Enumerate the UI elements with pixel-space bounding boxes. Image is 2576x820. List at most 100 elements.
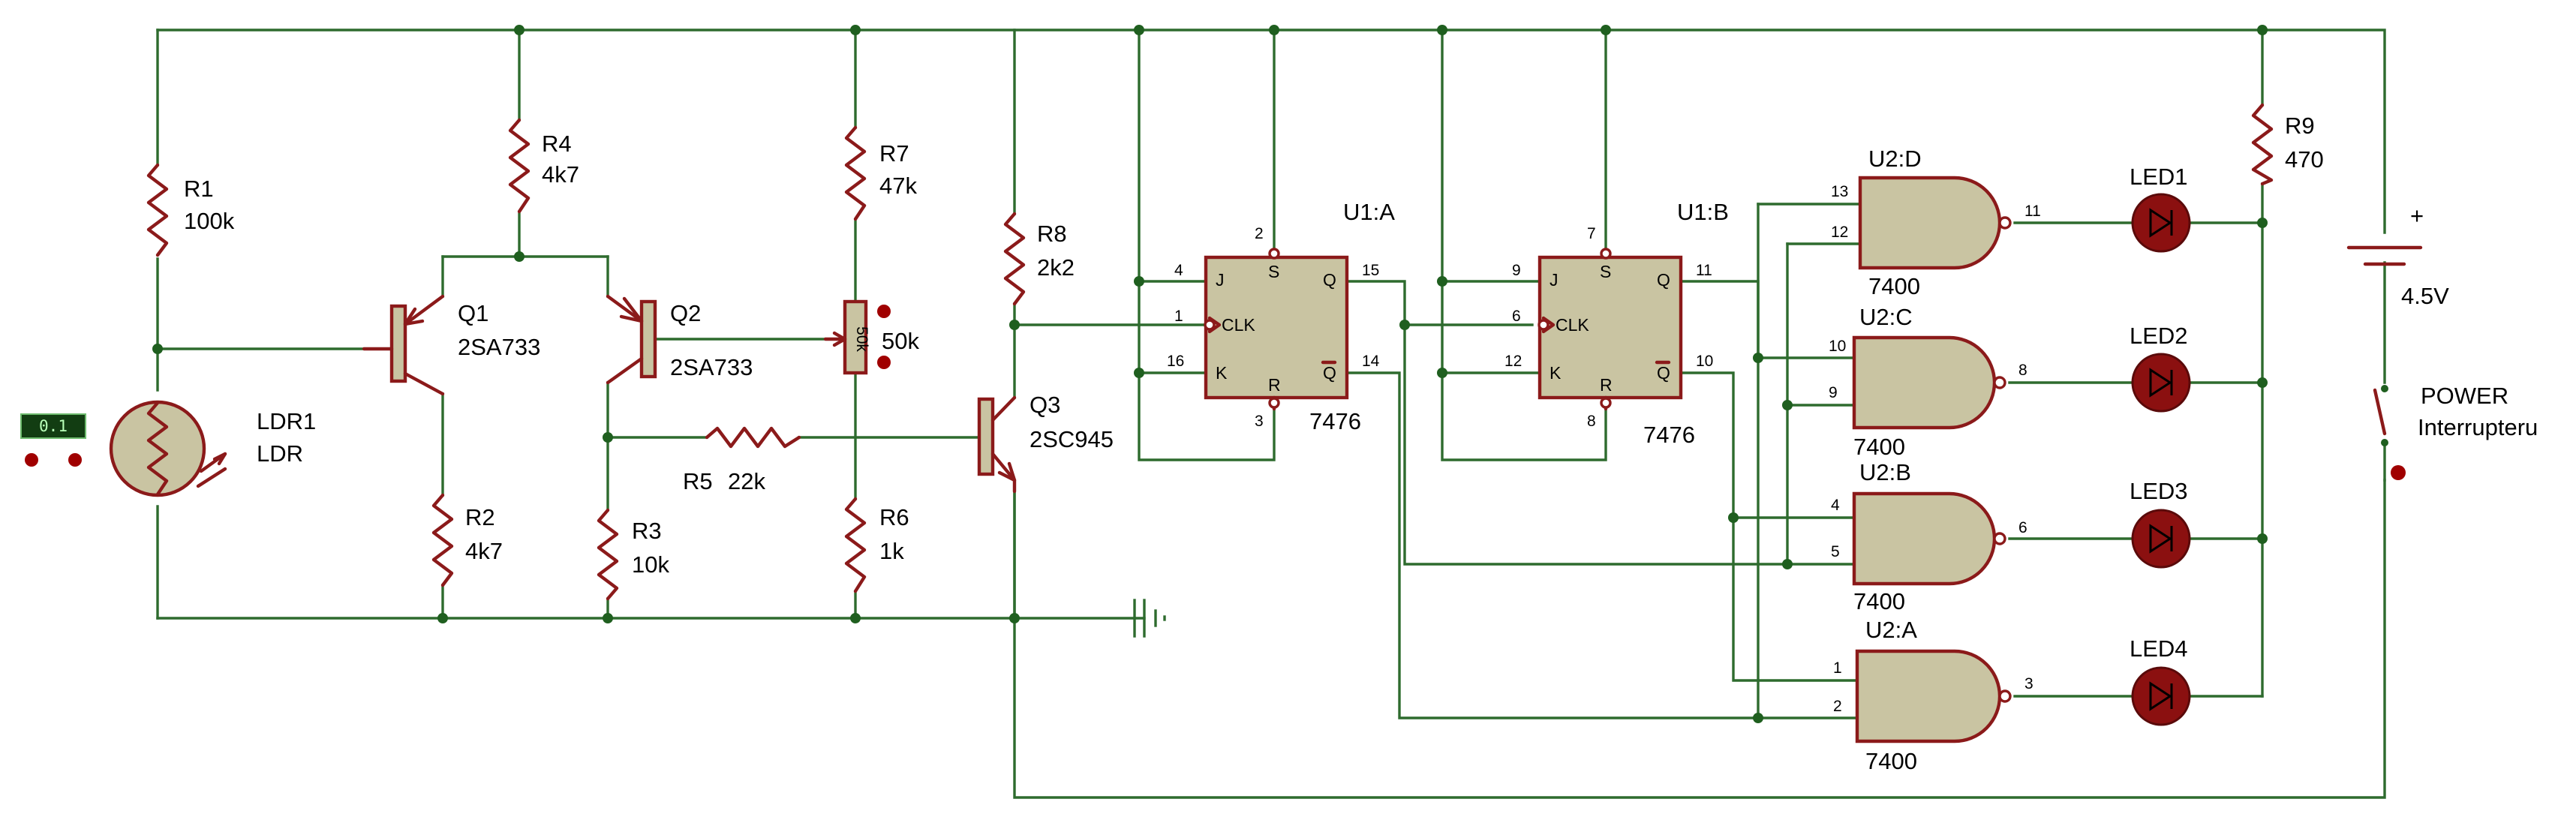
u2b-out-num: 6 (2018, 519, 2027, 536)
r9-value: 470 (2285, 146, 2324, 173)
led1-ref: LED1 (2130, 164, 2188, 190)
pot-value: 50k (882, 328, 919, 354)
u1a-pin-k-label: K (1216, 363, 1228, 383)
u1b-pin-clk-num: 6 (1512, 308, 1521, 325)
flipflop-u1a: J CLK K Q Q S R 4 1 16 15 14 2 3 U1:A 74… (1167, 199, 1395, 434)
u1a-part: 7476 (1309, 408, 1361, 434)
u1b-pin-j-label: J (1550, 270, 1559, 290)
resistor-r6: R6 1k (844, 497, 909, 593)
r2-value: 4k7 (465, 538, 503, 564)
resistor-r5: R5 22k (683, 426, 801, 494)
r3-value: 10k (632, 551, 669, 578)
u1a-pin-r-label: R (1268, 375, 1281, 395)
pot-body-text: 50k (853, 326, 870, 352)
flipflop-u1b: J CLK K Q Q S R 9 6 12 11 10 7 8 U1:B 74… (1504, 199, 1729, 448)
q3-ref: Q3 (1029, 392, 1060, 418)
led2: LED2 (2130, 323, 2191, 413)
led1: LED1 (2130, 164, 2191, 253)
u1a-pin-clk-label: CLK (1222, 315, 1255, 335)
led4: LED4 (2130, 635, 2191, 726)
u1b-pin-r-num: 8 (1587, 413, 1596, 430)
u1a-pin-s-num: 2 (1255, 225, 1264, 242)
light-meter[interactable]: 0.1 (20, 413, 86, 467)
u2a-in1-num: 1 (1833, 659, 1842, 677)
wires (156, 29, 2386, 799)
q2-part: 2SA733 (670, 354, 753, 380)
u1b-pin-q-label: Q (1657, 270, 1670, 290)
u1b-pin-r-label: R (1600, 375, 1613, 395)
led3-ref: LED3 (2130, 478, 2188, 504)
nand-gate-u2b: 4 5 6 U2:B 7400 (1831, 459, 2027, 614)
potentiometer-50k[interactable]: 50k 50k (823, 299, 919, 375)
resistor-r3: R3 10k (597, 508, 669, 601)
ldr1[interactable]: LDR1 LDR (109, 400, 316, 497)
resistor-r9: R9 470 (2251, 103, 2324, 186)
u2c-out-num: 8 (2018, 362, 2027, 379)
meter-inc-button[interactable] (68, 453, 82, 467)
r8-value: 2k2 (1037, 254, 1075, 281)
pot-inc-button[interactable] (877, 356, 891, 369)
ground-symbol (1143, 599, 1166, 638)
u1b-pin-qn-label: Q (1657, 363, 1670, 383)
pot-dec-button[interactable] (877, 305, 891, 318)
meter-reading: 0.1 (39, 417, 68, 435)
u2a-in2-num: 2 (1833, 698, 1842, 715)
u1b-pin-j-num: 9 (1512, 262, 1521, 279)
resistor-r1: R1 100k (146, 163, 235, 257)
u1b-pin-clk-label: CLK (1556, 315, 1589, 335)
transistor-q2: Q2 2SA733 (606, 294, 753, 385)
nand-gate-u2a: 1 2 3 U2:A 7400 (1833, 617, 2033, 774)
u2a-part: 7400 (1865, 748, 1917, 774)
u1a-pin-j-num: 4 (1174, 262, 1183, 279)
r1-ref: R1 (184, 176, 214, 202)
nand-gate-u2d: 13 12 11 U2:D 7400 (1831, 146, 2041, 299)
q3-part: 2SC945 (1029, 426, 1114, 452)
r1-value: 100k (184, 208, 235, 234)
u1a-ref: U1:A (1343, 199, 1395, 225)
u2c-in1-num: 10 (1829, 338, 1846, 355)
led3: LED3 (2130, 478, 2191, 569)
u1b-pin-k-num: 12 (1504, 353, 1522, 370)
transistor-q3: Q3 2SC945 (977, 392, 1114, 494)
power-switch[interactable]: POWER Interrupteru (2373, 383, 2538, 480)
battery-4-5v: + 4.5V (2346, 203, 2449, 309)
u1a-pin-clk-num: 1 (1174, 308, 1183, 325)
u1b-pin-qn-num: 10 (1696, 353, 1713, 370)
u1a-pin-qn-num: 14 (1362, 353, 1380, 370)
r6-ref: R6 (879, 504, 909, 530)
u1a-pin-s-label: S (1268, 262, 1279, 281)
r5-value: 22k (728, 468, 765, 494)
u1b-ref: U1:B (1677, 199, 1729, 225)
u2b-part: 7400 (1853, 588, 1905, 614)
u2c-ref: U2:C (1859, 304, 1913, 330)
u2c-part: 7400 (1853, 434, 1905, 460)
u1a-pin-r-num: 3 (1255, 413, 1264, 430)
ldr1-value: LDR (257, 440, 303, 467)
nand-gate-u2c: 10 9 8 U2:C 7400 (1829, 304, 2027, 460)
r9-ref: R9 (2285, 113, 2315, 139)
u1a-pin-j-label: J (1216, 270, 1225, 290)
r4-ref: R4 (542, 131, 572, 157)
transistor-q1: Q1 2SA733 (362, 294, 540, 396)
u1b-pin-k-label: K (1550, 363, 1562, 383)
u2a-ref: U2:A (1865, 617, 1917, 643)
r6-value: 1k (879, 538, 904, 564)
q1-part: 2SA733 (458, 334, 540, 360)
u1b-pin-q-num: 11 (1696, 262, 1712, 279)
led2-ref: LED2 (2130, 323, 2188, 349)
r3-ref: R3 (632, 518, 662, 544)
u2b-in2-num: 5 (1831, 543, 1840, 560)
u2d-part: 7400 (1868, 273, 1920, 299)
u2d-in1-num: 13 (1831, 183, 1848, 200)
battery-polarity: + (2410, 203, 2424, 229)
meter-dec-button[interactable] (25, 453, 38, 467)
led4-ref: LED4 (2130, 635, 2188, 662)
battery-value: 4.5V (2401, 283, 2449, 309)
switch-toggle-button[interactable] (2391, 465, 2406, 480)
r4-value: 4k7 (542, 161, 579, 188)
u1a-pin-k-num: 16 (1167, 353, 1184, 370)
u2b-in1-num: 4 (1831, 497, 1840, 514)
r7-ref: R7 (879, 140, 909, 167)
u2c-in2-num: 9 (1829, 384, 1838, 401)
